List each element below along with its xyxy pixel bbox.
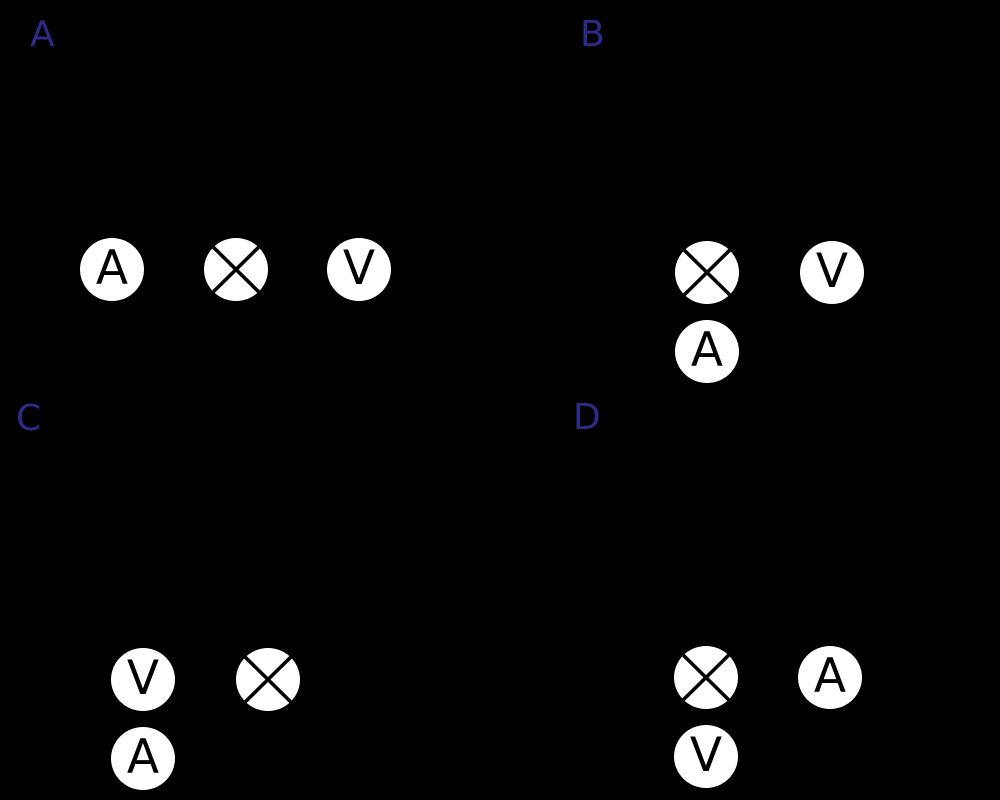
ammeter-letter: A	[126, 729, 160, 785]
ammeter-symbol: A	[111, 726, 175, 790]
voltmeter-symbol: V	[111, 647, 175, 711]
panel-label-a: A	[30, 14, 55, 55]
panel-label-c: C	[16, 398, 42, 439]
voltmeter-letter: V	[342, 240, 376, 296]
panel-label-b: B	[580, 14, 605, 55]
lamp-cross-icon	[212, 245, 260, 293]
ammeter-letter: A	[813, 648, 847, 704]
voltmeter-letter: V	[815, 243, 849, 299]
lamp-symbol	[204, 237, 268, 301]
ammeter-letter: A	[95, 240, 129, 296]
voltmeter-symbol: V	[674, 724, 738, 788]
lamp-symbol	[675, 240, 739, 304]
panel-label-d: D	[573, 397, 601, 438]
lamp-cross-icon	[682, 653, 730, 701]
voltmeter-symbol: V	[800, 240, 864, 304]
lamp-cross-icon	[683, 248, 731, 296]
ammeter-letter: A	[690, 322, 724, 378]
voltmeter-letter: V	[126, 650, 160, 706]
voltmeter-symbol: V	[327, 237, 391, 301]
lamp-symbol	[236, 647, 300, 711]
ammeter-symbol: A	[80, 237, 144, 301]
voltmeter-letter: V	[689, 727, 723, 783]
ammeter-symbol: A	[675, 319, 739, 383]
lamp-cross-icon	[244, 655, 292, 703]
lamp-symbol	[674, 645, 738, 709]
ammeter-symbol: A	[798, 645, 862, 709]
